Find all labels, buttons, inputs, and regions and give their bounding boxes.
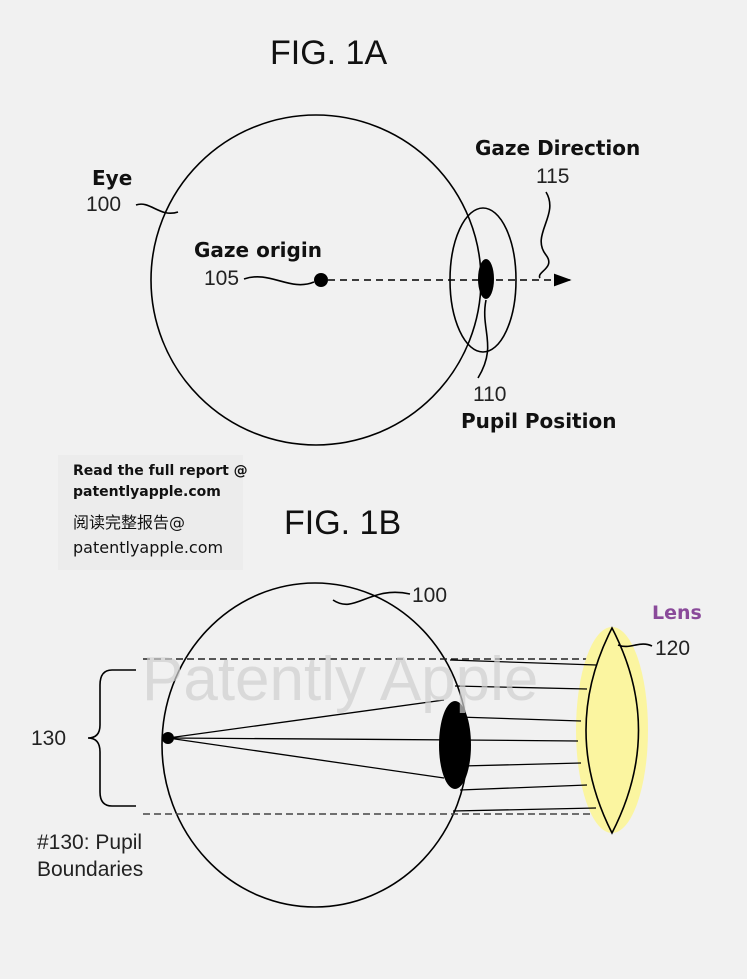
fig-1a-title: FIG. 1A	[270, 34, 387, 72]
watermark-line4: patentlyapple.com	[73, 538, 223, 557]
gaze-origin-leader	[243, 276, 315, 286]
pupil-num: 110	[473, 383, 506, 406]
pupil-1b	[439, 701, 471, 789]
lens	[576, 627, 648, 833]
watermark-box	[58, 455, 243, 570]
watermark-line3: 阅读完整报告@	[73, 513, 185, 532]
boundary-brace	[87, 669, 136, 807]
gaze-direction-leader	[538, 191, 551, 279]
caption-line1: #130: Pupil	[37, 831, 142, 854]
lens-outline	[585, 626, 640, 835]
boundary-num: 130	[31, 727, 66, 750]
pupil-1a	[478, 259, 494, 299]
gaze-origin-num: 105	[204, 267, 239, 290]
lens-leader	[617, 643, 653, 648]
pupil-position-label: Pupil Position	[461, 409, 616, 433]
lens-label: Lens	[652, 602, 702, 624]
eye-num: 100	[86, 193, 121, 216]
rays	[167, 659, 597, 812]
watermark-line2: patentlyapple.com	[73, 484, 221, 500]
eye-1b-leader	[332, 591, 411, 606]
gaze-origin-dot	[314, 273, 328, 287]
eye-1b-num: 100	[412, 584, 447, 607]
gaze-direction-num: 115	[536, 165, 569, 188]
watermark-line1: Read the full report @	[73, 463, 248, 479]
gaze-origin-label: Gaze origin	[194, 238, 322, 262]
eye-label: Eye	[92, 166, 132, 190]
lens-num: 120	[655, 637, 690, 660]
retina-point	[162, 732, 174, 744]
eye-leader	[135, 203, 179, 215]
pupil-leader	[477, 299, 489, 379]
fig-1b-title: FIG. 1B	[284, 504, 401, 542]
caption-line2: Boundaries	[37, 858, 143, 881]
eye-1b	[161, 582, 469, 908]
watermark-overlay: Patently Apple	[142, 645, 538, 714]
gaze-direction-label: Gaze Direction	[475, 136, 640, 160]
